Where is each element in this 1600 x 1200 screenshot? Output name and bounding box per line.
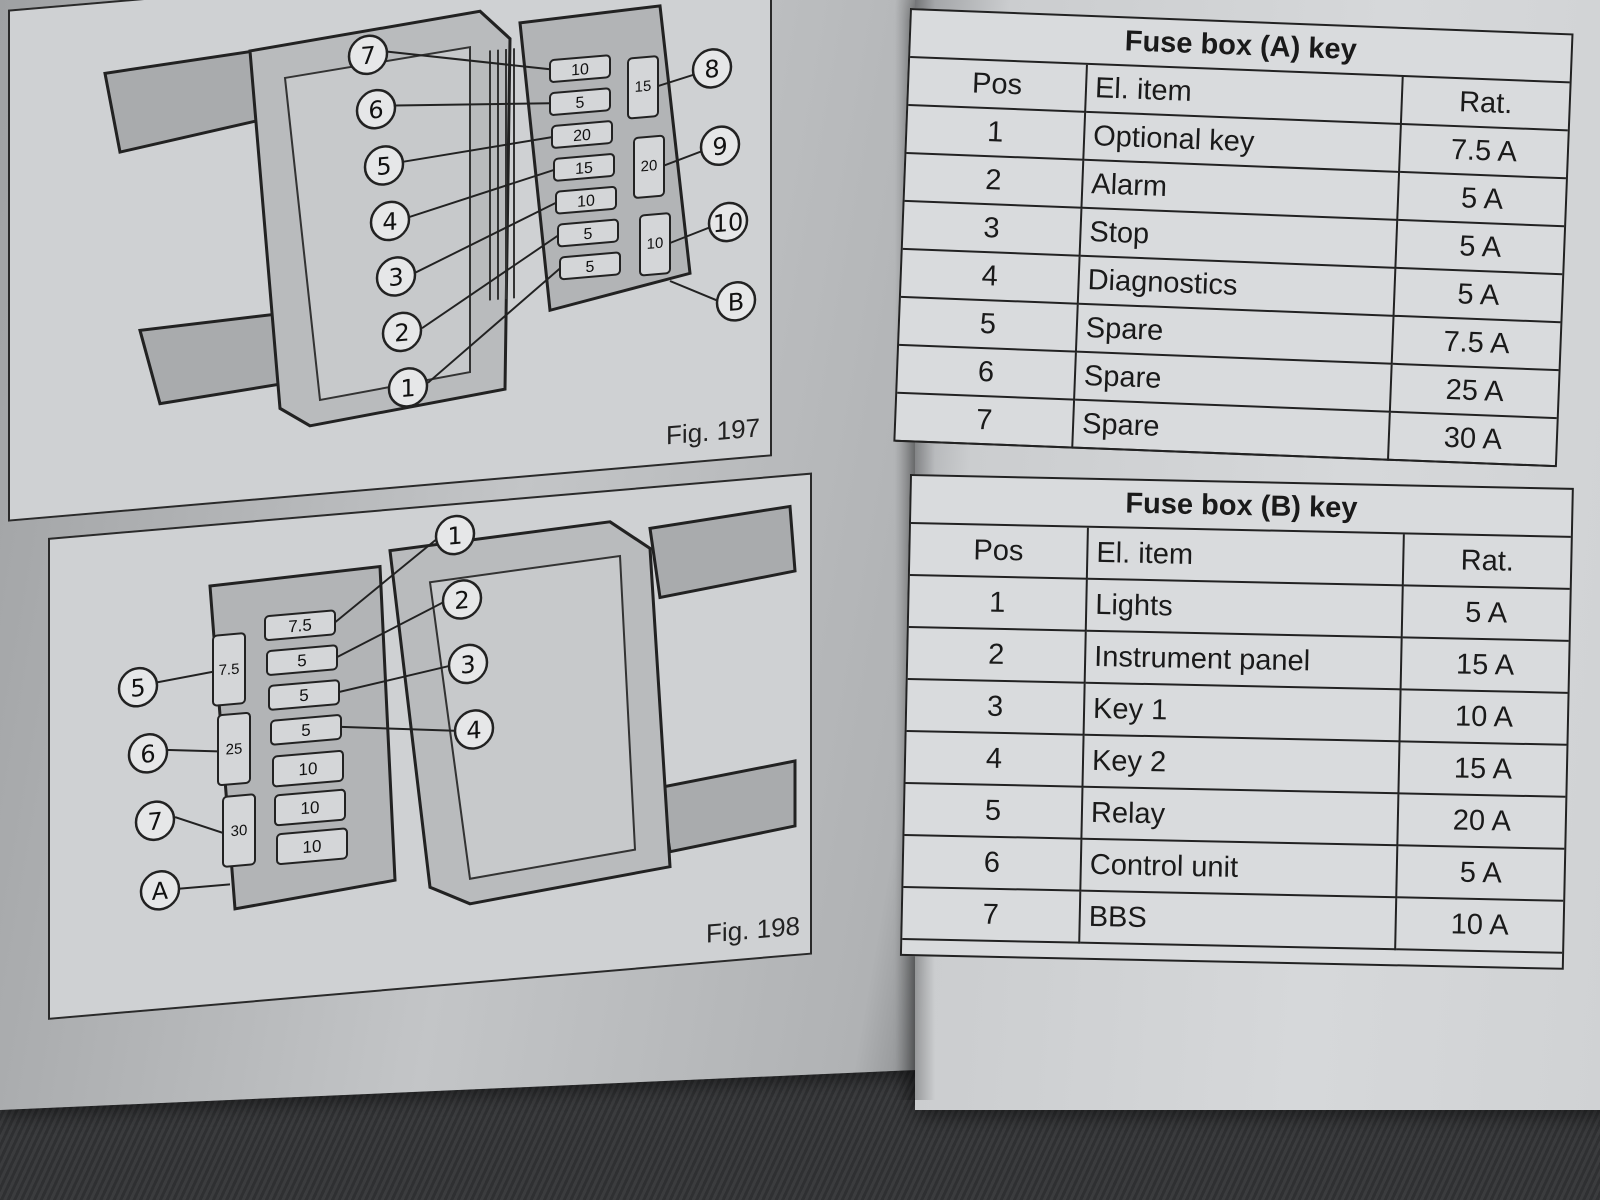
rating-cell: 25 A (1389, 363, 1559, 419)
callout-3: 3 (460, 650, 475, 679)
pos-cell: 3 (906, 678, 1085, 735)
rating-cell: 10 A (1399, 689, 1568, 745)
rating-cell: 7.5 A (1391, 315, 1561, 371)
pos-cell: 4 (905, 730, 1084, 787)
pos-cell: 6 (903, 834, 1082, 891)
fuse-label: 20 (573, 126, 591, 145)
pos-cell: 1 (906, 105, 1086, 160)
fuse-label: 5 (301, 720, 310, 740)
rating-cell: 5 A (1395, 219, 1565, 275)
callout-10: 10 (713, 208, 744, 239)
left-page: 10 5 20 15 10 5 5 15 20 10 (0, 0, 920, 1111)
callout-b: B (728, 288, 744, 317)
callout-6: 6 (368, 96, 383, 125)
fuse-label: 5 (297, 651, 306, 671)
pos-cell: 4 (900, 248, 1080, 304)
fuse-label: 5 (576, 93, 585, 112)
pos-cell: 2 (904, 152, 1084, 208)
pos-cell: 5 (904, 782, 1083, 839)
item-cell: Control unit (1080, 838, 1398, 898)
fuse-label: 10 (301, 798, 320, 819)
callout-8: 8 (704, 55, 719, 84)
fuse-box-a-drawing: 7.5 5 5 5 10 10 10 7.5 25 30 (117, 504, 797, 911)
callout-4: 4 (382, 207, 397, 236)
fuse-label: 10 (303, 837, 322, 858)
item-cell: Key 2 (1082, 734, 1400, 794)
pos-cell: 7 (895, 392, 1075, 448)
header-el-item: El. item (1086, 527, 1404, 586)
side-fuse-label: 25 (226, 740, 243, 758)
header-pos: Pos (909, 524, 1088, 579)
header-pos: Pos (908, 58, 1087, 112)
callout-4: 4 (466, 716, 481, 745)
rating-cell: 20 A (1397, 793, 1566, 849)
side-fuse-label: 7.5 (219, 661, 240, 680)
header-rat: Rat. (1400, 76, 1570, 131)
figure-197: 10 5 20 15 10 5 5 15 20 10 (8, 0, 772, 522)
callout-5: 5 (130, 674, 145, 703)
pos-cell: 5 (899, 296, 1078, 352)
item-cell: Lights (1085, 578, 1403, 638)
side-fuse-label: 15 (635, 78, 652, 96)
fuse-label: 10 (571, 60, 589, 79)
rating-cell: 15 A (1398, 741, 1567, 797)
pos-cell: 6 (897, 344, 1076, 400)
rating-cell: 7.5 A (1399, 123, 1568, 179)
fuse-label: 15 (575, 159, 593, 178)
rating-cell: 30 A (1388, 411, 1557, 467)
header-rat: Rat. (1402, 534, 1571, 589)
item-cell: Key 1 (1083, 682, 1401, 742)
fuse-label: 10 (577, 191, 595, 210)
fuse-box-b-drawing: 10 5 20 15 10 5 5 15 20 10 (103, 4, 757, 428)
callout-5: 5 (376, 152, 391, 181)
figure-198: 7.5 5 5 5 10 10 10 7.5 25 30 (48, 472, 812, 1020)
fuse-label: 5 (586, 257, 595, 276)
rating-cell: 10 A (1395, 897, 1564, 953)
callout-6: 6 (140, 740, 155, 769)
side-fuse-label: 30 (231, 822, 248, 840)
callout-2: 2 (454, 586, 469, 615)
rating-cell: 5 A (1393, 267, 1563, 323)
callout-1: 1 (447, 521, 462, 550)
rating-cell: 5 A (1401, 585, 1570, 641)
callout-2: 2 (394, 318, 409, 347)
callout-9: 9 (712, 132, 727, 161)
pos-cell: 7 (902, 886, 1081, 943)
rating-cell: 5 A (1397, 171, 1566, 227)
side-fuse-label: 10 (647, 235, 664, 253)
rating-cell: 5 A (1396, 845, 1565, 901)
side-fuse-label: 20 (641, 157, 658, 175)
pos-cell: 2 (907, 627, 1086, 683)
fuse-label: 10 (299, 759, 318, 780)
callout-7: 7 (360, 41, 375, 70)
fuse-label: 5 (584, 225, 593, 244)
fuse-label: 5 (299, 686, 308, 706)
pos-cell: 3 (902, 200, 1082, 256)
callout-1: 1 (400, 374, 415, 403)
item-cell: BBS (1079, 890, 1397, 950)
callout-7: 7 (147, 807, 162, 836)
item-cell: Relay (1081, 786, 1399, 846)
item-cell: Instrument panel (1084, 630, 1402, 690)
pos-cell: 1 (908, 575, 1087, 631)
fuse-label: 7.5 (288, 615, 312, 636)
callout-3: 3 (388, 263, 403, 292)
rating-cell: 15 A (1400, 637, 1569, 693)
callout-a: A (152, 877, 169, 906)
